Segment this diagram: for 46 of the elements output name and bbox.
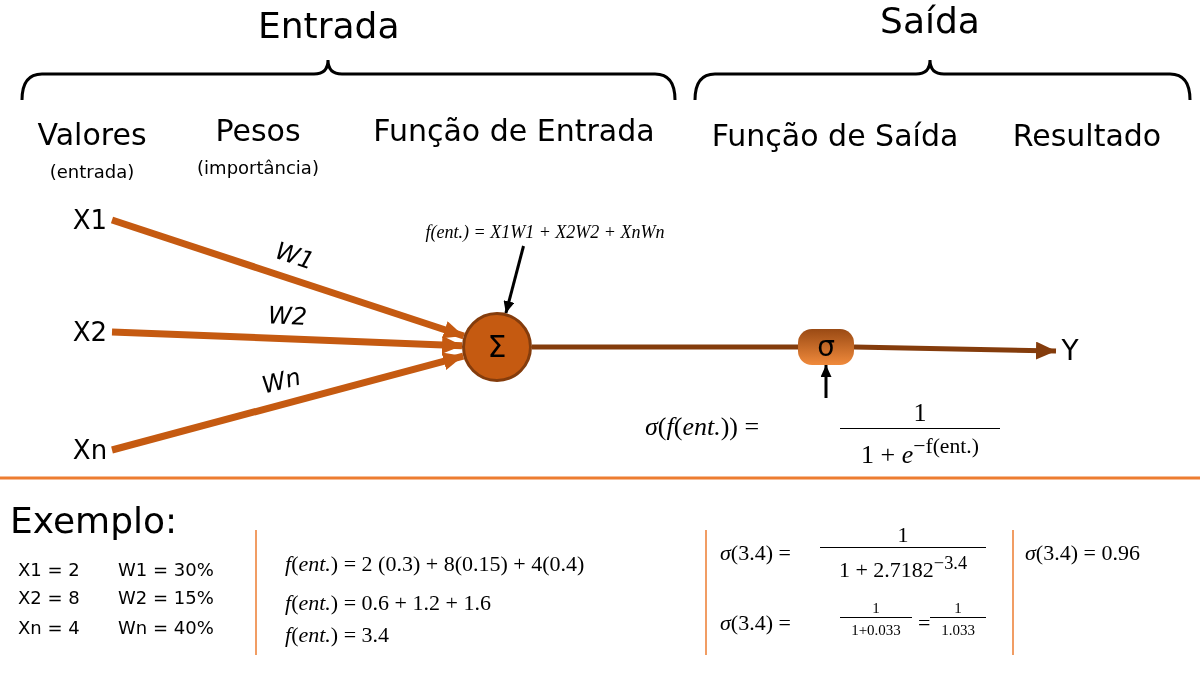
fraction-numerator: 1	[820, 522, 986, 549]
fraction-denominator: 1 + e$^{−f(ent.)}$	[860, 434, 980, 470]
input-label: X2	[68, 316, 112, 348]
column-heading: Resultado	[1011, 119, 1163, 154]
fraction-numerator: 1	[840, 600, 912, 619]
column-heading: Função de Entrada	[372, 114, 656, 149]
example-heading: Exemplo:	[10, 500, 178, 542]
column-heading: Função de Saída	[710, 119, 960, 154]
input-label: X1	[68, 204, 112, 236]
column-heading: Valores	[36, 118, 148, 153]
activation-box: σ	[798, 329, 854, 365]
arrow	[110, 216, 465, 340]
section-heading: Entrada	[258, 5, 398, 47]
variable-value: X1 = 2	[18, 560, 80, 581]
formula-text: f(ent.) = 3.4	[285, 622, 390, 648]
variable-value: Xn = 4	[18, 618, 80, 639]
formula-text: σ(3.4) =	[720, 540, 791, 566]
variable-value: X2 = 8	[18, 588, 80, 609]
arrow	[111, 352, 465, 454]
fraction-numerator: 1	[840, 398, 1000, 429]
column-subheading: (entrada)	[48, 162, 136, 183]
formula-text: f(ent.) = 2 (0.3) + 8(0.15) + 4(0.4)	[285, 551, 585, 577]
weight-value: W1 = 30%	[118, 560, 214, 581]
arrow	[853, 341, 1057, 360]
fraction-numerator: 1	[930, 600, 986, 619]
leader-line	[820, 365, 832, 398]
fraction-denominator: 1 + 2.7182$^{−3.4}$	[837, 553, 969, 583]
connector-line	[532, 344, 798, 350]
output-label: Y	[1056, 334, 1084, 368]
input-label: Xn	[68, 434, 112, 466]
formula-text: σ(3.4) =	[720, 610, 791, 636]
result-formula: σ(3.4) = 0.96	[1025, 540, 1140, 566]
fraction-denominator: 1.033	[940, 622, 976, 640]
summation-circle: Σ	[462, 312, 532, 382]
formula-text: =	[918, 610, 931, 636]
formula-text: σ(f(ent.)) =	[645, 412, 761, 442]
column-heading: Pesos	[214, 114, 302, 149]
formula-text: f(ent.) = X1W1 + X2W2 + XnWn	[366, 218, 724, 246]
weight-value: Wn = 40%	[118, 618, 214, 639]
arrow	[111, 328, 463, 354]
leader-line	[503, 245, 525, 314]
formula-text: f(ent.) = 0.6 + 1.2 + 1.6	[285, 590, 491, 616]
section-heading: Saída	[880, 0, 980, 42]
weight-value: W2 = 15%	[118, 588, 214, 609]
column-subheading: (importância)	[196, 158, 320, 179]
fraction-denominator: 1+0.033	[850, 622, 902, 640]
